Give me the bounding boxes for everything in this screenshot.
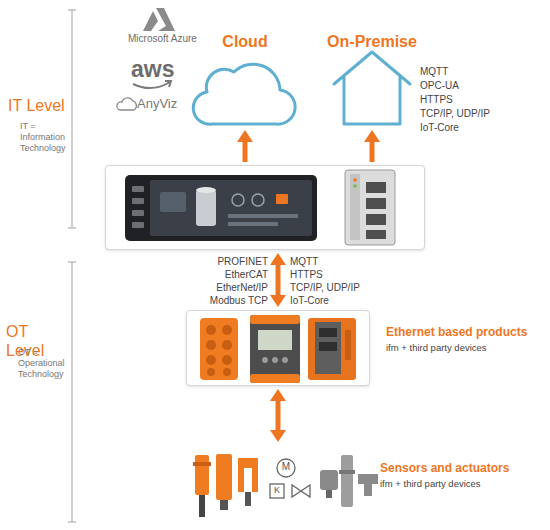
node-subtext: ifm + third party devices — [380, 478, 545, 489]
protocol-label: PROFINET — [168, 256, 268, 268]
sensor-connector — [220, 500, 228, 510]
bracket-tick — [68, 261, 76, 262]
grey-sensor — [320, 470, 338, 490]
arrow-shaft — [370, 140, 375, 162]
node-heading: Ethernet based products — [386, 325, 550, 339]
azure-logo — [143, 8, 175, 31]
protocol-label: EtherNet/IP — [168, 282, 268, 294]
protocol-label: EtherCAT — [168, 269, 268, 281]
flow-arrow — [364, 130, 380, 162]
arrow-head — [270, 295, 286, 307]
arrow-head — [364, 130, 380, 142]
sensor-icons — [193, 454, 378, 517]
arrow-head — [270, 430, 286, 442]
ethernet-products-box: Ethernet based productsifm + third party… — [186, 310, 370, 386]
arrow-shaft — [276, 399, 281, 432]
node-subtext: ifm + third party devices — [386, 342, 550, 353]
cloud-shape: Cloud — [190, 32, 300, 127]
azure-icon-part — [143, 11, 158, 31]
it-bracket-line — [71, 10, 72, 228]
fork-sensor — [238, 458, 258, 492]
motor-symbol — [277, 459, 295, 477]
flow-arrow — [237, 130, 253, 162]
flow-arrow — [270, 253, 286, 307]
protocol-label: HTTPS — [420, 94, 540, 106]
cloud-path — [193, 64, 295, 124]
protocol-label: TCP/IP, UDP/IP — [290, 282, 410, 294]
cylinder-sensor — [195, 455, 209, 495]
contactor-symbol — [270, 484, 284, 498]
grey-sensor — [358, 474, 378, 496]
protocol-label: HTTPS — [290, 269, 410, 281]
aws-smile — [133, 81, 171, 88]
protocol-label: OPC-UA — [420, 80, 540, 92]
sensor-cable — [199, 495, 205, 517]
arrow-head — [270, 389, 286, 401]
arrow-shaft — [243, 140, 248, 162]
grey-sensor — [341, 455, 353, 507]
bracket-tick — [68, 227, 76, 228]
house-shape: On-Premise — [322, 32, 422, 127]
sensor-nut — [339, 470, 355, 474]
azure-icon-part — [156, 8, 175, 31]
protocol-label: MQTT — [420, 66, 540, 78]
anyviz-cloud-icon — [117, 98, 137, 110]
logo-text: aws — [131, 58, 181, 81]
level-description: OT = Operational Technology — [18, 347, 74, 379]
sensor-connector — [326, 490, 332, 498]
arrow-head — [270, 253, 286, 265]
protocol-label: IoT-Core — [420, 122, 540, 134]
bracket-tick — [68, 521, 76, 522]
sensor-connector — [245, 492, 251, 506]
arrow-shaft — [276, 263, 281, 297]
cylinder-sensor — [216, 454, 232, 500]
protocol-label: TCP/IP, UDP/IP — [420, 108, 540, 120]
node-heading: Cloud — [190, 32, 300, 51]
sensor-nut — [193, 462, 211, 466]
logo-text: AnyViz — [137, 96, 197, 112]
logo-text: Microsoft Azure — [128, 33, 218, 45]
node-heading: Sensors and actuators — [380, 461, 545, 475]
bracket-tick — [68, 9, 76, 10]
valve-symbol — [292, 485, 310, 497]
house-path — [334, 52, 410, 124]
protocol-label: IoT-Core — [290, 295, 410, 307]
symbol-letter: M — [279, 461, 293, 473]
protocol-label: MQTT — [290, 256, 410, 268]
ot-bracket-line — [71, 262, 72, 522]
symbol-letter: K — [270, 484, 284, 497]
level-label: IT Level — [8, 96, 70, 115]
level-brackets — [68, 10, 76, 522]
flow-arrow — [270, 389, 286, 442]
arrow-head — [237, 130, 253, 142]
protocol-label: Modbus TCP — [168, 295, 268, 307]
level-description: IT = Information Technology — [20, 121, 72, 153]
node-heading: On-Premise — [322, 32, 422, 51]
gateway-box — [105, 165, 425, 250]
